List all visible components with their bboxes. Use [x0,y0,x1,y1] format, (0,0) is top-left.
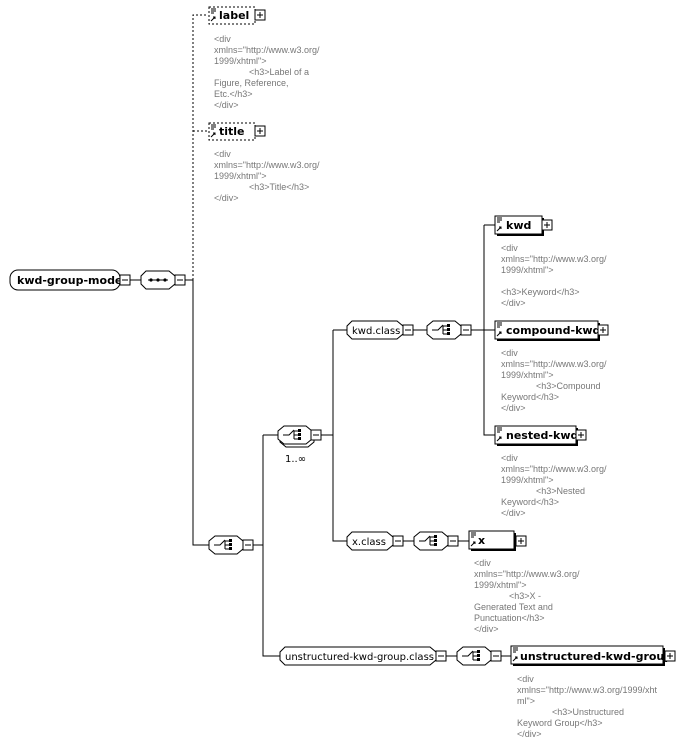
connector [262,434,280,657]
element-nested-kwd[interactable]: nested-kwd [494,425,587,446]
multiplicity-label: 1..∞ [285,454,306,465]
element-compound-kwd-name: compound-kwd [506,324,600,337]
element-label[interactable]: label [208,6,266,25]
choice-compositor-unstructured[interactable] [456,646,502,666]
choice-compositor-outer[interactable] [208,535,254,555]
element-kwd[interactable]: kwd [494,215,553,236]
annotation-title: <div xmlns="http://www.w3.org/ 1999/xhtm… [214,149,320,203]
optional-connector [192,14,208,280]
connector [192,280,209,546]
element-compound-kwd[interactable]: compound-kwd [494,320,609,341]
group-kwd-class-label: kwd.class [352,326,400,337]
annotation-label: <div xmlns="http://www.w3.org/ 1999/xhtm… [214,34,320,110]
choice-compositor-repeat[interactable]: 1..∞ [277,425,322,465]
connector [332,329,347,542]
group-unstructured-kwd-group-class[interactable]: unstructured-kwd-group.class [279,646,447,666]
element-title[interactable]: title [208,122,266,141]
annotation-unstructured-kwd-group: <div xmlns="http://www.w3.org/1999/xht m… [517,674,658,739]
connector [483,224,495,436]
element-x-name: x [478,534,485,547]
choice-compositor-x[interactable] [413,531,459,551]
choice-compositor-kwd[interactable] [426,320,472,340]
group-kwd-class[interactable]: kwd.class [346,320,414,340]
element-kwd-name: kwd [506,219,531,232]
annotation-nested-kwd: <div xmlns="http://www.w3.org/ 1999/xhtm… [501,453,607,518]
element-nested-kwd-name: nested-kwd [506,429,578,442]
element-title-name: title [219,125,245,138]
element-unstructured-kwd-group[interactable]: unstructured-kwd-group [510,645,676,666]
element-x[interactable]: x [468,530,527,551]
root-element-label: kwd-group-model [17,274,126,287]
group-x-class[interactable]: x.class [346,531,404,551]
annotation-kwd: <div xmlns="http://www.w3.org/ 1999/xhtm… [501,243,607,308]
annotation-x: <div xmlns="http://www.w3.org/ 1999/xhtm… [474,558,580,634]
annotation-compound-kwd: <div xmlns="http://www.w3.org/ 1999/xhtm… [501,348,607,413]
group-unstructured-class-label: unstructured-kwd-group.class [285,652,434,663]
element-unstructured-kwd-group-name: unstructured-kwd-group [520,650,672,663]
group-x-class-label: x.class [352,537,386,548]
root-element-kwd-group-model[interactable]: kwd-group-model [9,269,131,291]
element-label-name: label [219,9,249,22]
sequence-compositor[interactable] [140,270,186,290]
